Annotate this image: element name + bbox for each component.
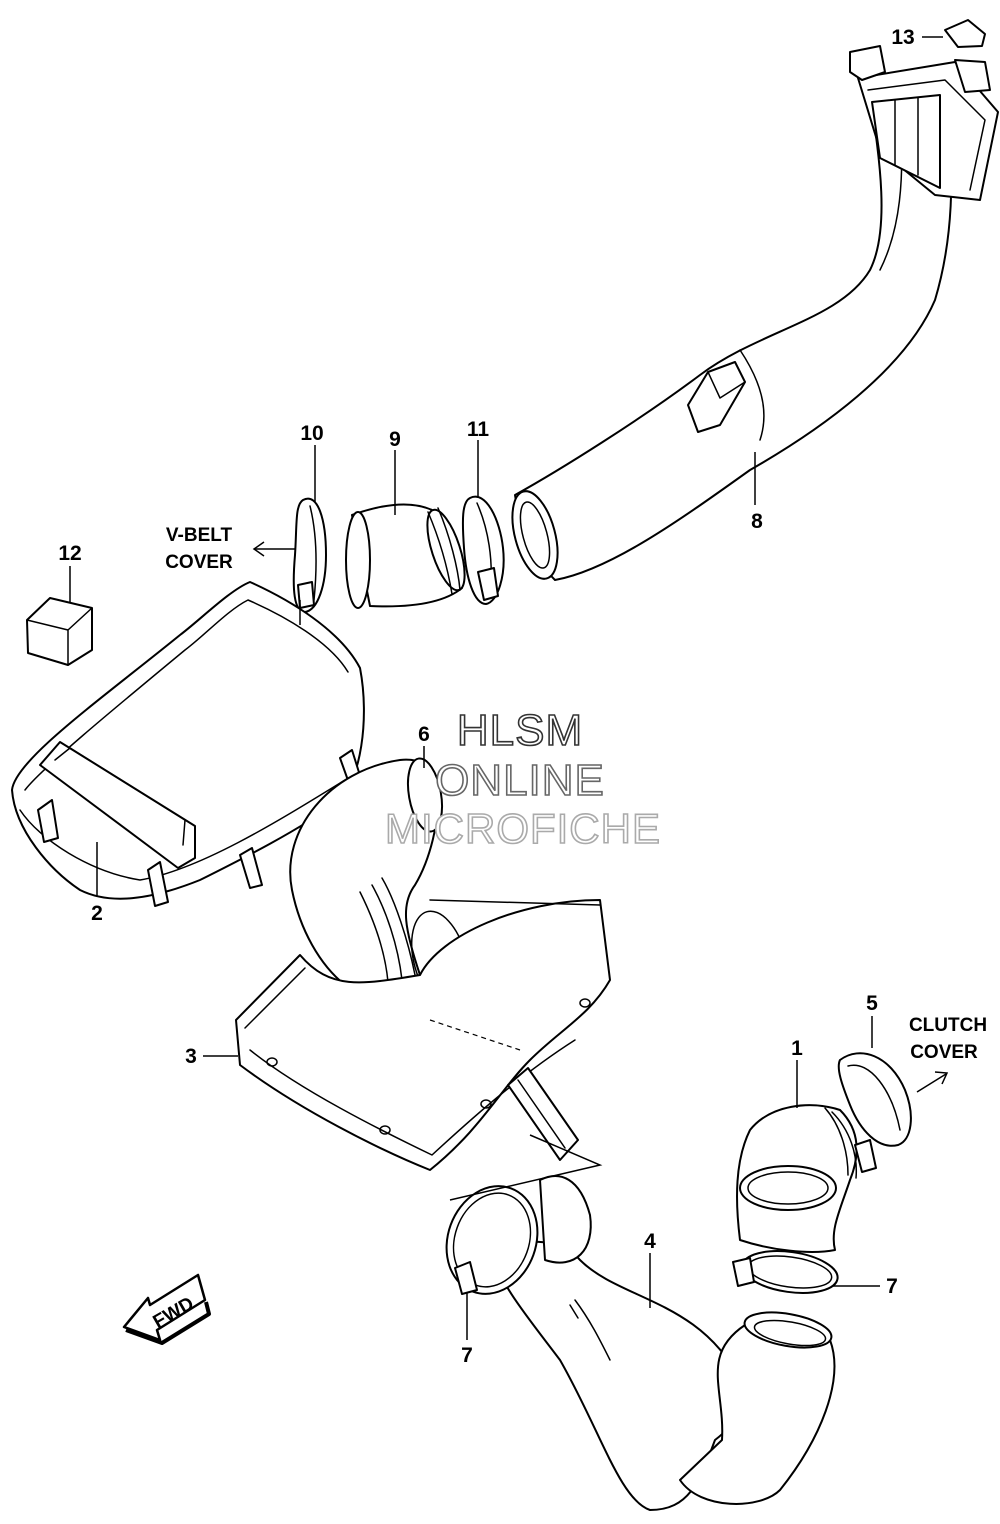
fwd-arrow-icon: FWD — [122, 1273, 211, 1345]
part-1-outlet-hose[interactable] — [736, 1104, 858, 1253]
callout-7-left: 7 — [461, 1344, 473, 1367]
callout-9: 9 — [389, 428, 401, 451]
part-10-clamp[interactable] — [292, 497, 327, 613]
callout-3: 3 — [185, 1045, 197, 1068]
leader-lines — [69, 36, 943, 1340]
watermark-line3: MICROFICHE — [385, 805, 661, 852]
clutch-cover-label-line2: COVER — [910, 1042, 978, 1063]
callout-2: 2 — [91, 902, 103, 925]
part-2-cleaner-cover[interactable] — [11, 581, 365, 907]
callout-12: 12 — [58, 542, 81, 565]
part-9-joint-hose[interactable] — [345, 503, 472, 609]
callout-8: 8 — [751, 510, 763, 533]
callout-7-right: 7 — [886, 1275, 898, 1298]
callout-1: 1 — [791, 1037, 803, 1060]
callout-6: 6 — [418, 723, 430, 746]
callout-10: 10 — [300, 422, 323, 445]
clutch-arrow-icon — [916, 1071, 949, 1093]
part-7-clamp-right[interactable] — [732, 1246, 840, 1299]
watermark-line1: HLSM — [457, 706, 583, 755]
part-8-intake-duct[interactable] — [504, 45, 999, 584]
part-3-cleaner-case[interactable] — [235, 899, 611, 1171]
vbelt-arrow-icon — [252, 541, 295, 557]
clutch-cover-label-line1: CLUTCH — [909, 1015, 987, 1036]
part-5-clamp[interactable] — [837, 1052, 912, 1173]
part-4-lower-duct[interactable] — [489, 1175, 836, 1511]
vbelt-cover-label-line2: COVER — [165, 552, 233, 573]
alignment-line — [449, 1134, 603, 1201]
callout-5: 5 — [866, 992, 878, 1015]
vbelt-cover-label-line1: V-BELT — [166, 525, 233, 546]
part-12-sponge[interactable] — [26, 597, 93, 666]
part-11-clamp[interactable] — [461, 495, 505, 605]
callout-4: 4 — [644, 1230, 656, 1253]
part-7-clamp-left[interactable] — [432, 1173, 552, 1306]
part-13-pad[interactable] — [944, 19, 986, 48]
callout-11: 11 — [467, 418, 490, 441]
watermark-line2: ONLINE — [435, 756, 605, 805]
callout-13: 13 — [891, 26, 914, 49]
part-6-elbow-hose[interactable] — [289, 756, 478, 1015]
